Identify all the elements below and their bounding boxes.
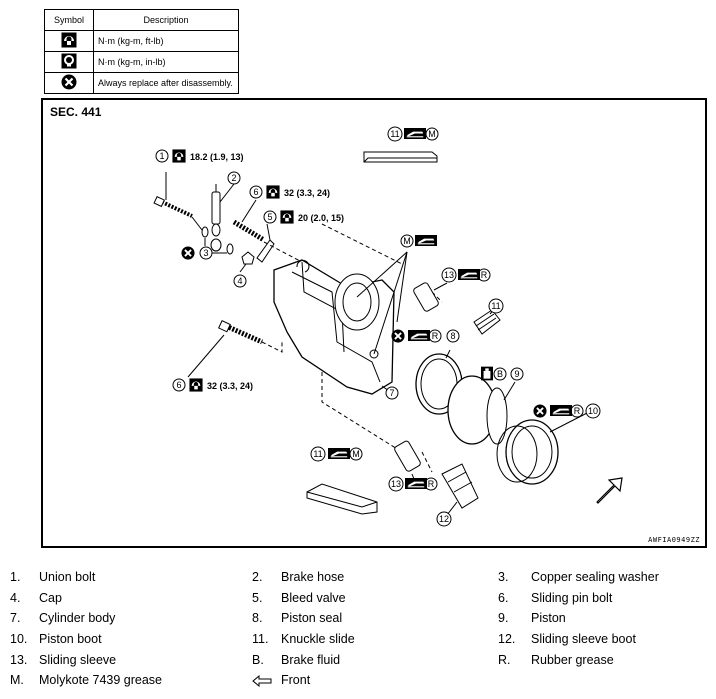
torque-wrench-icon: [61, 32, 77, 48]
svg-text:M: M: [352, 449, 360, 459]
brake-caliper-drawing: 1 2 3 4 5 6 6 7 8 9 10 11 11 11 12 13 13…: [153, 126, 623, 527]
callout-number: 10: [588, 406, 598, 416]
grease-m-top: M: [425, 127, 439, 141]
callout-number: 11: [313, 449, 322, 459]
brake-fluid-b: B: [493, 367, 507, 381]
legend-item: 2.Brake hose: [252, 570, 345, 584]
callout-number: 8: [450, 331, 455, 341]
legend-item: 5.Bleed valve: [252, 591, 346, 605]
figure-code: AWFIA0949ZZ: [648, 536, 700, 544]
description-column-header: Description: [93, 9, 239, 31]
torque-value-bleed-valve: 20 (2.0, 15): [298, 213, 344, 223]
grease-m-middle: M: [400, 234, 414, 248]
always-replace-icon: [181, 246, 195, 260]
legend-item: R.Rubber grease: [498, 653, 614, 667]
callout-12: 12: [436, 511, 452, 527]
callout-4: 4: [233, 274, 247, 288]
grease-r-8: R: [428, 329, 442, 343]
always-replace-icon: [61, 74, 77, 90]
svg-text:M: M: [403, 236, 411, 246]
svg-text:R: R: [574, 406, 581, 416]
torque-wrench-icon: [189, 378, 203, 392]
symbol-column-header: Symbol: [44, 9, 94, 31]
callout-number: 5: [267, 212, 272, 222]
svg-text:R: R: [481, 270, 488, 280]
callout-1: 1: [155, 149, 169, 163]
callout-number: 12: [439, 514, 449, 524]
legend-item: 8.Piston seal: [252, 611, 343, 625]
legend-item: 11.Knuckle slide: [252, 632, 355, 646]
callout-13-top: 13: [441, 267, 457, 283]
torque-value-pin-bolt-bottom: 32 (3.3, 24): [207, 381, 253, 391]
callout-number: 6: [253, 187, 258, 197]
torque-wrench-icon: [172, 149, 186, 163]
grease-icon: [415, 235, 437, 246]
torque-value-pin-bolt-top: 32 (3.3, 24): [284, 188, 330, 198]
callout-3: 3: [199, 246, 213, 260]
callout-5: 5: [263, 210, 277, 224]
grease-icon: [408, 330, 430, 341]
svg-text:R: R: [428, 479, 435, 489]
grease-icon: [550, 405, 572, 416]
legend-item: B.Brake fluid: [252, 653, 341, 667]
legend-item: 12.Sliding sleeve boot: [498, 632, 636, 646]
legend-item: 6.Sliding pin bolt: [498, 591, 613, 605]
legend-item: 10.Piston boot: [10, 632, 102, 646]
torque-wrench-icon: [266, 185, 280, 199]
callout-10: 10: [585, 403, 601, 419]
legend-item: 13.Sliding sleeve: [10, 653, 117, 667]
callout-2: 2: [227, 171, 241, 185]
callout-11-top: 11: [387, 126, 403, 142]
callout-number: 2: [231, 173, 236, 183]
legend-item: 3.Copper sealing washer: [498, 570, 659, 584]
front-arrow-icon: [252, 674, 272, 687]
symbol-description: Always replace after disassembly.: [93, 72, 239, 94]
grease-icon: [405, 478, 427, 489]
legend-item: M.Molykote 7439 grease: [10, 673, 162, 687]
callout-number: 13: [444, 270, 454, 280]
torque-value-union-bolt: 18.2 (1.9, 13): [190, 152, 244, 162]
svg-text:M: M: [428, 129, 436, 139]
legend-item: 1.Union bolt: [10, 570, 96, 584]
torque-wrench-icon: [280, 210, 294, 224]
callout-6-bottom: 6: [172, 378, 186, 392]
symbol-description: N·m (kg-m, ft-lb): [93, 30, 239, 52]
legend-item: 9.Piston: [498, 611, 566, 625]
symbol-description: N·m (kg-m, in-lb): [93, 51, 239, 73]
callout-number: 6: [176, 380, 181, 390]
callout-13-bottom: 13: [388, 476, 404, 492]
svg-text:R: R: [432, 331, 439, 341]
callout-6-top: 6: [249, 185, 263, 199]
callout-7: 7: [385, 386, 399, 400]
callout-number: 11: [390, 129, 399, 139]
callout-number: 1: [159, 151, 164, 161]
callout-number: 11: [491, 301, 500, 311]
legend-item: 7.Cylinder body: [10, 611, 116, 625]
always-replace-icon: [533, 404, 547, 418]
callout-number: 3: [203, 248, 208, 258]
exploded-diagram: 1 2 3 4 5 6 6 7 8 9 10 11 11 11 12 13 13…: [41, 98, 707, 548]
symbol-table: Symbol Description N·m (kg-m, ft-lb) N·m…: [44, 9, 239, 94]
brake-fluid-icon: [481, 366, 493, 381]
section-label: SEC. 441: [50, 105, 102, 119]
callout-number: 4: [237, 276, 242, 286]
callout-11-right: 11: [488, 298, 504, 314]
grease-r-10: R: [570, 404, 584, 418]
grease-icon: [458, 269, 480, 280]
legend-item: 4.Cap: [10, 591, 62, 605]
svg-text:B: B: [497, 369, 503, 379]
callout-number: 9: [514, 369, 519, 379]
torque-wrench-filled-icon: [61, 53, 77, 69]
grease-icon: [328, 448, 350, 459]
grease-icon: [404, 128, 426, 139]
callout-11-bottom: 11: [310, 446, 326, 462]
legend-item-front: Front: [252, 673, 310, 687]
callout-8: 8: [446, 329, 460, 343]
callout-number: 7: [389, 388, 394, 398]
callout-number: 13: [391, 479, 401, 489]
callout-9: 9: [510, 367, 524, 381]
grease-m-bottom: M: [349, 447, 363, 461]
always-replace-icon: [391, 329, 405, 343]
